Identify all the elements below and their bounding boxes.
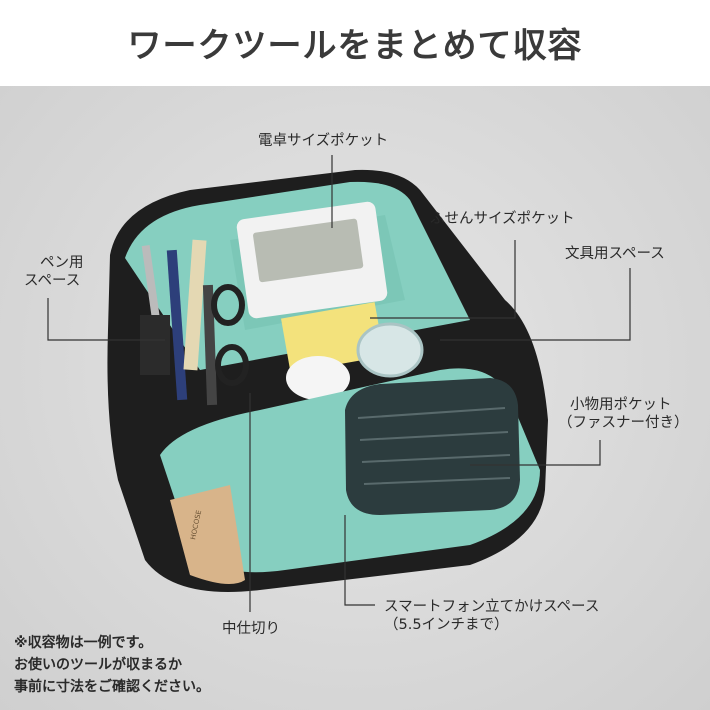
mesh-pocket <box>345 378 520 515</box>
page-title: ワークツールをまとめて収容 <box>127 26 583 66</box>
disclaimer-note: ※収容物は一例です。 お使いのツールが収まるか 事前に寸法をご確認ください。 <box>14 632 210 698</box>
label-pen-space-2: スペース <box>24 273 81 289</box>
label-pen-space-1: ペン用 <box>40 255 84 271</box>
label-phone-stand-2: （5.5インチまで） <box>384 617 509 633</box>
calculator-image <box>236 201 388 319</box>
leader-lines <box>47 155 631 612</box>
label-calculator-pocket: 電卓サイズポケット <box>258 133 389 149</box>
note-line-1: ※収容物は一例です。 <box>14 635 153 651</box>
leather-tag: HOCOSE <box>170 485 245 584</box>
clip-image <box>286 356 350 400</box>
label-small-pocket-1: 小物用ポケット <box>570 397 672 413</box>
scissors-image <box>211 284 249 386</box>
label-phone-stand-1: スマートフォン立てかけスペース <box>384 599 600 615</box>
note-line-2: お使いのツールが収まるか <box>14 657 182 673</box>
label-sticky-pocket: ふせんサイズポケット <box>430 211 575 227</box>
tape-image <box>356 322 424 378</box>
note-line-3: 事前に寸法をご確認ください。 <box>14 679 210 695</box>
label-divider: 中仕切り <box>222 621 280 637</box>
header-band: ワークツールをまとめて収容 <box>0 0 710 86</box>
label-stationery-space: 文具用スペース <box>565 246 665 262</box>
label-small-pocket-2: （ファスナー付き） <box>558 415 689 431</box>
